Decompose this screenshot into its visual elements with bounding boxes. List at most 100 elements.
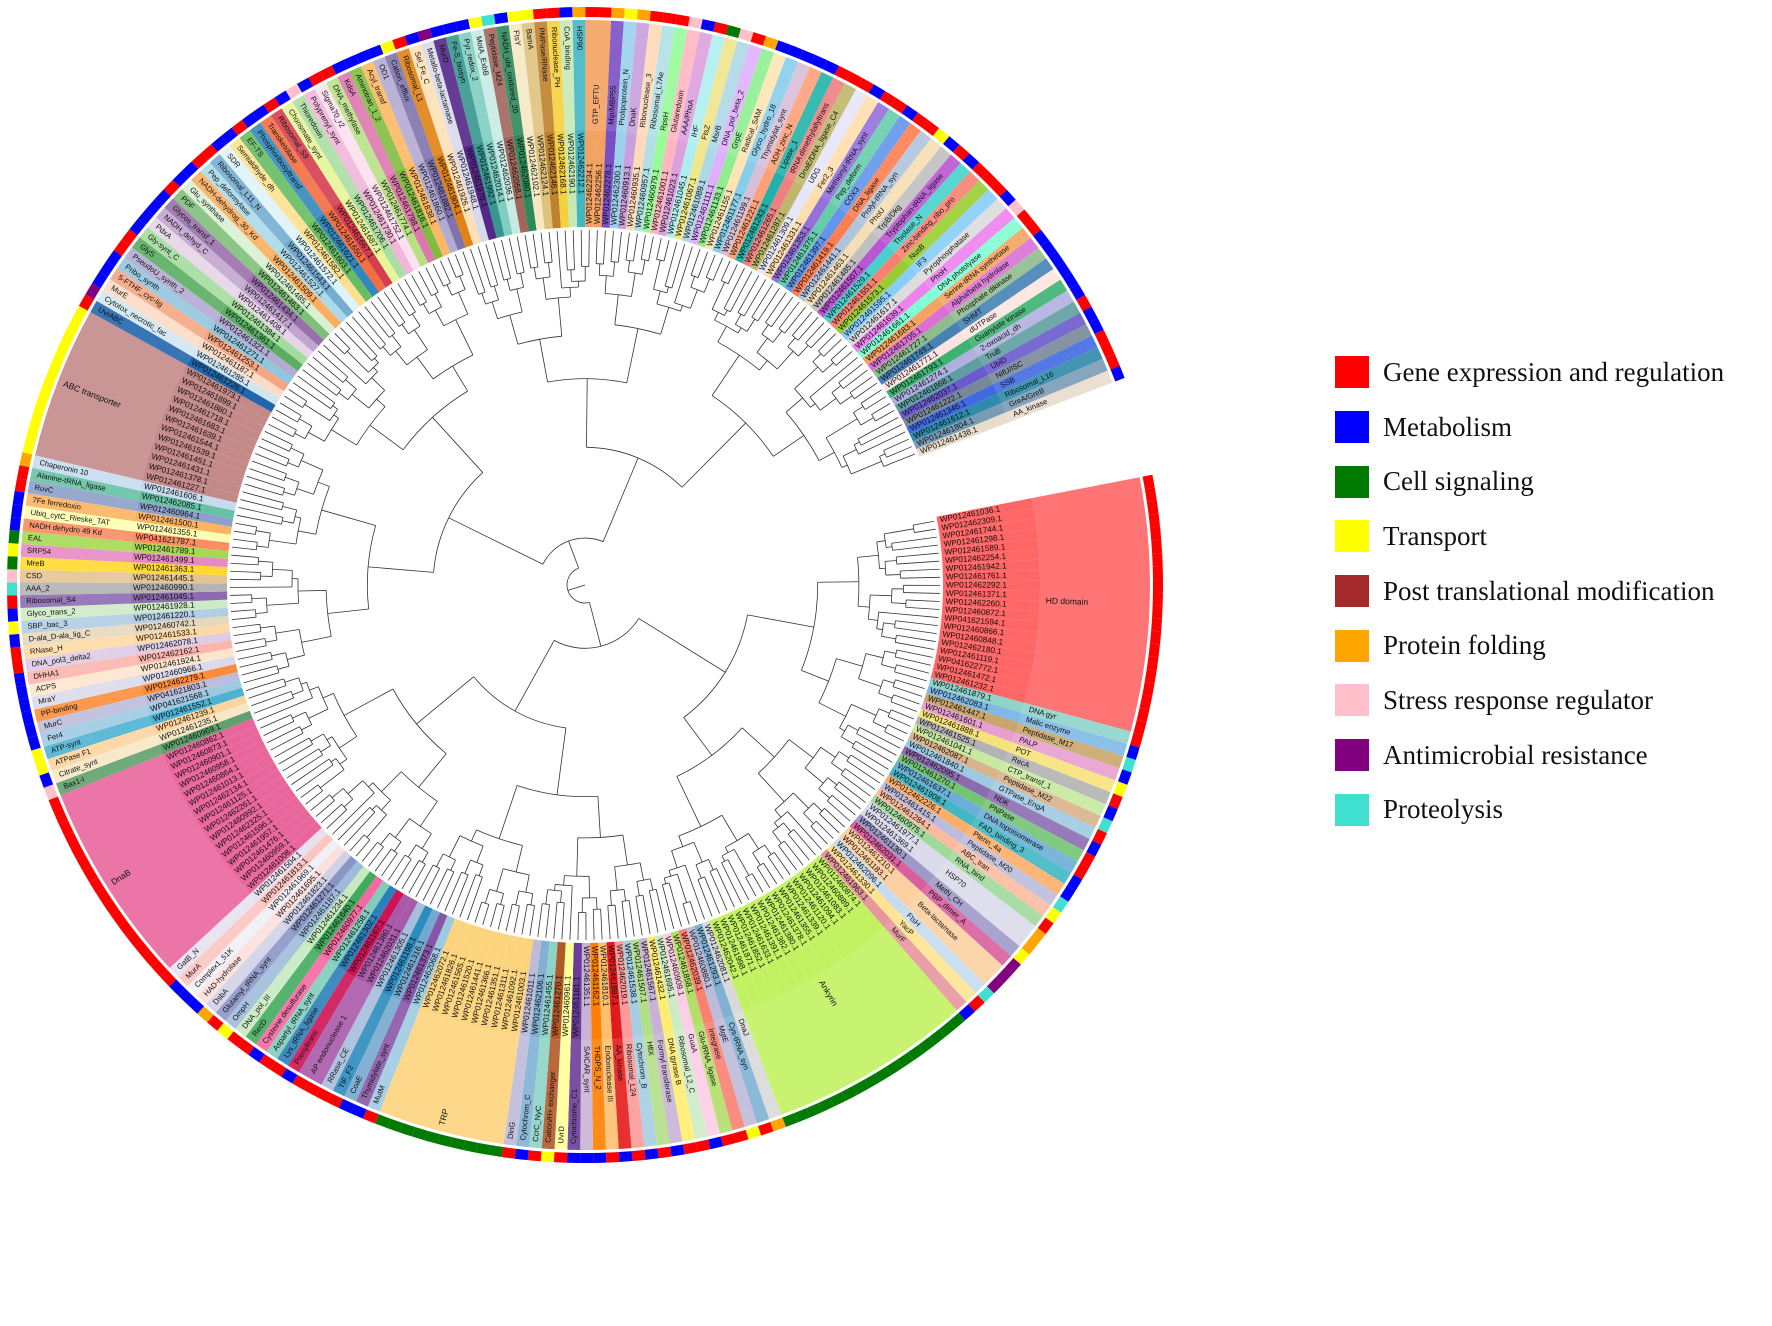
branch	[570, 269, 572, 282]
branch-arc	[325, 590, 332, 637]
leaf-band	[657, 139, 688, 237]
branch-arc	[812, 361, 823, 373]
category-ring-segment	[958, 1004, 976, 1021]
branch-arc	[723, 308, 731, 313]
family-label: FtsZ	[700, 123, 713, 140]
branch	[794, 366, 819, 390]
family-band	[182, 179, 268, 267]
branch	[642, 895, 651, 935]
branch	[258, 560, 273, 563]
branch	[860, 424, 902, 446]
category-ring-segment	[1113, 781, 1128, 798]
branch	[717, 326, 727, 343]
category-ring-segment	[103, 899, 119, 916]
category-ring-segment	[546, 7, 560, 19]
branch	[737, 275, 760, 313]
category-ring-segment	[274, 90, 291, 106]
family-band	[103, 279, 203, 348]
family-band	[187, 908, 273, 996]
leaf-band	[918, 708, 1012, 752]
branch-arc	[451, 289, 466, 296]
branch	[539, 339, 548, 383]
leaf-band	[670, 930, 704, 1027]
leaf-band	[137, 648, 235, 676]
legend-label: Stress response regulator	[1383, 684, 1653, 715]
leaf-band	[142, 470, 239, 503]
category-ring-segment	[580, 1152, 594, 1164]
category-ring-segment	[1045, 907, 1062, 924]
branch	[459, 874, 477, 918]
leaf-band	[601, 130, 617, 228]
leaf-band	[135, 640, 233, 666]
branch	[842, 369, 868, 389]
family-band	[96, 289, 198, 357]
leaf-band	[184, 755, 274, 811]
category-ring-segment	[392, 35, 408, 50]
branch	[236, 645, 267, 652]
leaf-band	[846, 274, 925, 347]
branch-arc	[842, 455, 852, 475]
branch	[776, 351, 794, 370]
leaf-band	[328, 880, 390, 967]
branch-arc	[542, 537, 604, 565]
leaf-band	[452, 146, 489, 243]
leaf-band	[130, 591, 228, 604]
branch-arc	[625, 259, 634, 262]
branch-arc	[656, 303, 681, 312]
leaf-band	[448, 926, 486, 1023]
branch-arc	[475, 874, 483, 878]
branch	[614, 866, 618, 891]
legend-label: Cell signaling	[1383, 466, 1534, 497]
leaf-band	[143, 671, 240, 706]
category-ring-segment	[662, 12, 677, 25]
category-ring-segment	[207, 1014, 224, 1031]
leaf-band	[175, 740, 267, 792]
branch	[708, 859, 714, 871]
branch	[746, 318, 756, 332]
leaf-label: WP012462212.1	[576, 133, 586, 195]
family-band	[22, 624, 133, 647]
branch	[851, 746, 889, 770]
category-ring-segment	[532, 8, 547, 20]
category-ring-segment	[292, 1074, 309, 1090]
leaf-band	[881, 330, 968, 392]
branch	[792, 311, 813, 336]
branch	[509, 314, 519, 345]
family-band	[677, 31, 713, 142]
branch-arc	[516, 271, 525, 275]
category-ring-segment	[695, 1139, 711, 1152]
family-band	[287, 972, 355, 1073]
category-ring-segment	[1150, 526, 1162, 541]
leaf-label: WP012461887.1	[606, 945, 619, 1007]
branch	[853, 406, 864, 413]
family-band	[51, 735, 159, 784]
category-ring-segment	[901, 105, 918, 121]
branch	[444, 871, 462, 912]
leaf-band	[886, 339, 974, 399]
family-label: ACPS	[35, 681, 57, 694]
branch	[294, 432, 306, 440]
branch	[835, 351, 853, 366]
category-ring-segment	[160, 969, 177, 987]
branch	[623, 889, 626, 901]
family-band	[717, 44, 762, 153]
branch	[553, 902, 558, 939]
branch	[298, 530, 316, 535]
branch	[839, 727, 845, 732]
branch	[231, 554, 259, 558]
branch	[730, 271, 753, 312]
leaf-band	[849, 820, 929, 892]
category-ring-segment	[106, 250, 122, 267]
branch-arc	[299, 726, 304, 734]
branch	[520, 273, 524, 288]
branch	[343, 811, 376, 846]
family-band	[921, 883, 1012, 966]
branch-arc	[841, 724, 849, 738]
family-band	[156, 207, 247, 289]
category-ring-segment	[875, 1066, 892, 1082]
branch-arc	[298, 629, 305, 656]
category-ring-segment	[118, 920, 135, 937]
leaf-band	[156, 421, 251, 464]
branch	[339, 758, 348, 765]
branch-arc	[288, 444, 293, 452]
